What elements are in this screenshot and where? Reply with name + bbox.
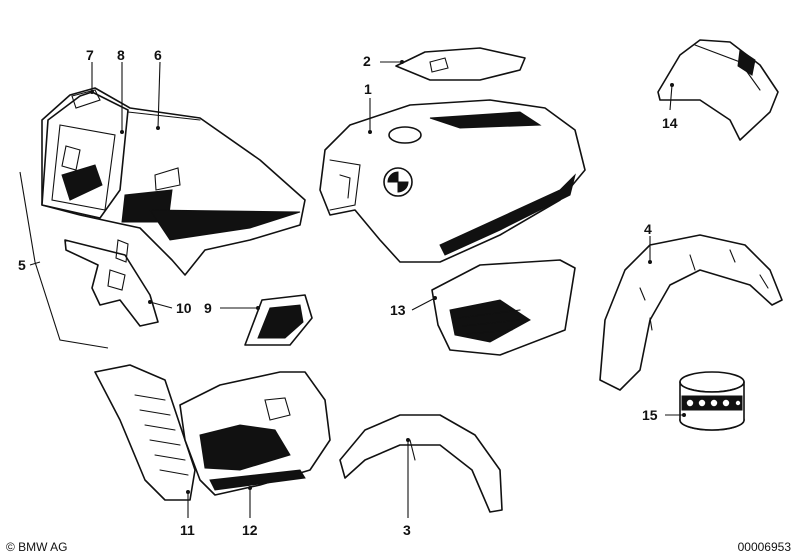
lower-panel-part (179, 371, 331, 496)
callout-14: 14 (662, 115, 678, 131)
callout-5: 5 (18, 257, 26, 273)
callout-labels: 7 8 6 2 1 14 5 4 9 10 13 15 11 12 3 (18, 47, 678, 538)
callout-2: 2 (363, 53, 371, 69)
front-mudguard-part (339, 414, 503, 513)
callout-1: 1 (364, 81, 372, 97)
fuel-tank-part (319, 99, 586, 263)
callout-13: 13 (390, 302, 406, 318)
callout-15: 15 (642, 407, 658, 423)
group-bracket-line (19, 171, 109, 349)
headlight-shell-part (657, 39, 779, 141)
grille-panel-part (94, 364, 196, 501)
paint-can-part (679, 371, 745, 431)
cover-plate-part (395, 47, 526, 81)
leader-lines (29, 60, 686, 518)
fairing-part (41, 87, 306, 276)
callout-8: 8 (117, 47, 125, 63)
callout-10: 10 (176, 300, 192, 316)
callout-11: 11 (180, 522, 195, 538)
callout-4: 4 (644, 221, 652, 237)
diagram-id-text: 00006953 (737, 540, 791, 554)
callout-7: 7 (86, 47, 94, 63)
bracket-part (64, 239, 159, 327)
rear-mudguard-part (599, 234, 783, 391)
callout-6: 6 (154, 47, 162, 63)
side-cover-part (431, 259, 576, 356)
callout-12: 12 (242, 522, 258, 538)
lens-part (244, 294, 313, 346)
callout-9: 9 (204, 300, 212, 316)
callout-3: 3 (403, 522, 411, 538)
copyright-text: © BMW AG (6, 540, 68, 554)
